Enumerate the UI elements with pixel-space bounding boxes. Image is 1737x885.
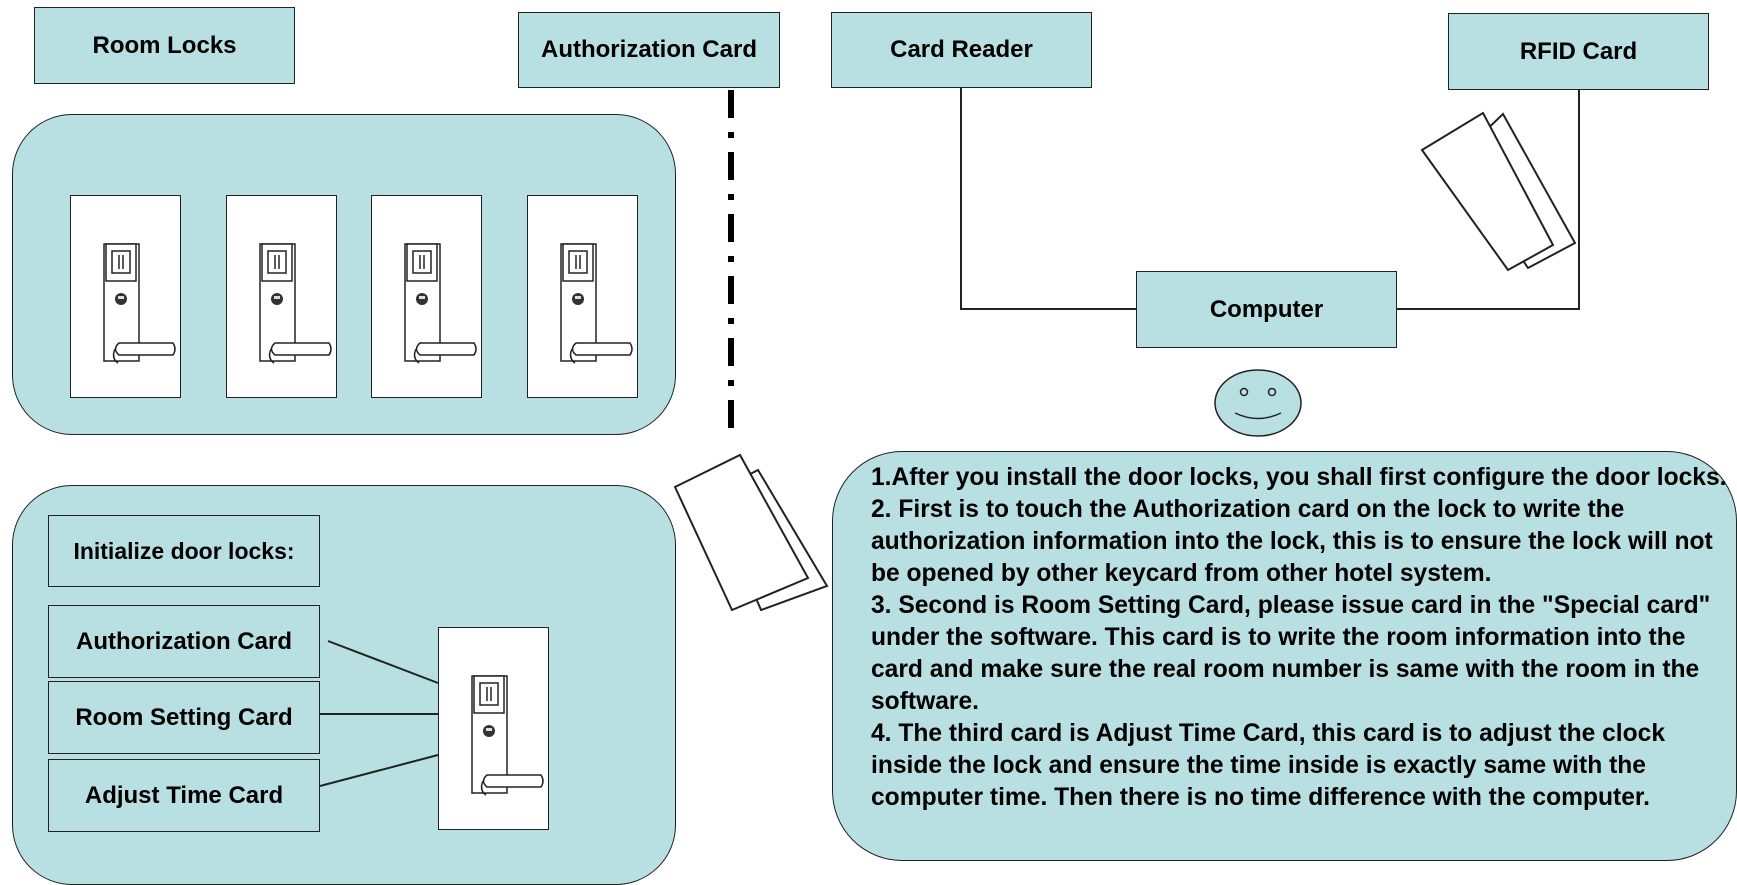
door-lock-icon bbox=[259, 243, 332, 364]
instructions-panel bbox=[832, 451, 1737, 861]
initialize-title-text: Initialize door locks: bbox=[73, 537, 295, 564]
room-locks-text: Room Locks bbox=[92, 31, 237, 59]
door-lock-icon bbox=[560, 243, 633, 364]
door-lock-3 bbox=[371, 195, 482, 398]
init-card-room-setting-text: Room Setting Card bbox=[75, 703, 293, 731]
instruction-step-1: 1.After you install the door locks, you … bbox=[871, 464, 1727, 491]
card-reader-text: Card Reader bbox=[890, 36, 1033, 63]
card-reader-label: Card Reader bbox=[831, 12, 1092, 88]
door-lock-icon bbox=[471, 675, 544, 796]
init-card-adjust-time-text: Adjust Time Card bbox=[84, 781, 284, 809]
init-card-authorization-text: Authorization Card bbox=[76, 627, 292, 655]
door-lock-4 bbox=[527, 195, 638, 398]
smiley-face-icon bbox=[1214, 369, 1302, 437]
rfid-card-text: RFID Card bbox=[1519, 37, 1638, 65]
reader-to-computer-line bbox=[960, 88, 1136, 310]
door-lock-1 bbox=[70, 195, 181, 398]
computer-text: Computer bbox=[1209, 295, 1324, 323]
instructions-text: 1.After you install the door locks, you … bbox=[871, 462, 1737, 814]
computer-label: Computer bbox=[1136, 271, 1397, 348]
door-lock-icon bbox=[404, 243, 477, 364]
init-card-adjust-time: Adjust Time Card bbox=[48, 759, 320, 832]
instruction-step-4: 4. The third card is Adjust Time Card, t… bbox=[871, 720, 1666, 811]
rfid-card-label: RFID Card bbox=[1448, 13, 1709, 90]
connector-adjust-time bbox=[319, 754, 439, 787]
door-lock-2 bbox=[226, 195, 337, 398]
door-lock-icon bbox=[103, 243, 176, 364]
connector-authorization bbox=[327, 640, 439, 684]
instruction-step-2: 2. First is to touch the Authorization c… bbox=[871, 496, 1713, 587]
initialize-title: Initialize door locks: bbox=[48, 515, 320, 587]
door-lock-init bbox=[438, 627, 549, 830]
instruction-step-3: 3. Second is Room Setting Card, please i… bbox=[871, 592, 1711, 715]
init-card-authorization: Authorization Card bbox=[48, 605, 320, 678]
keycard-icon-rfid bbox=[1420, 111, 1577, 272]
init-card-room-setting: Room Setting Card bbox=[48, 681, 320, 754]
authorization-card-label: Authorization Card bbox=[518, 12, 780, 88]
rfid-to-computer-line bbox=[1397, 90, 1580, 310]
room-locks-label: Room Locks bbox=[34, 7, 295, 84]
authorization-card-text: Authorization Card bbox=[541, 36, 757, 63]
keycard-icon-authorization bbox=[673, 453, 829, 612]
